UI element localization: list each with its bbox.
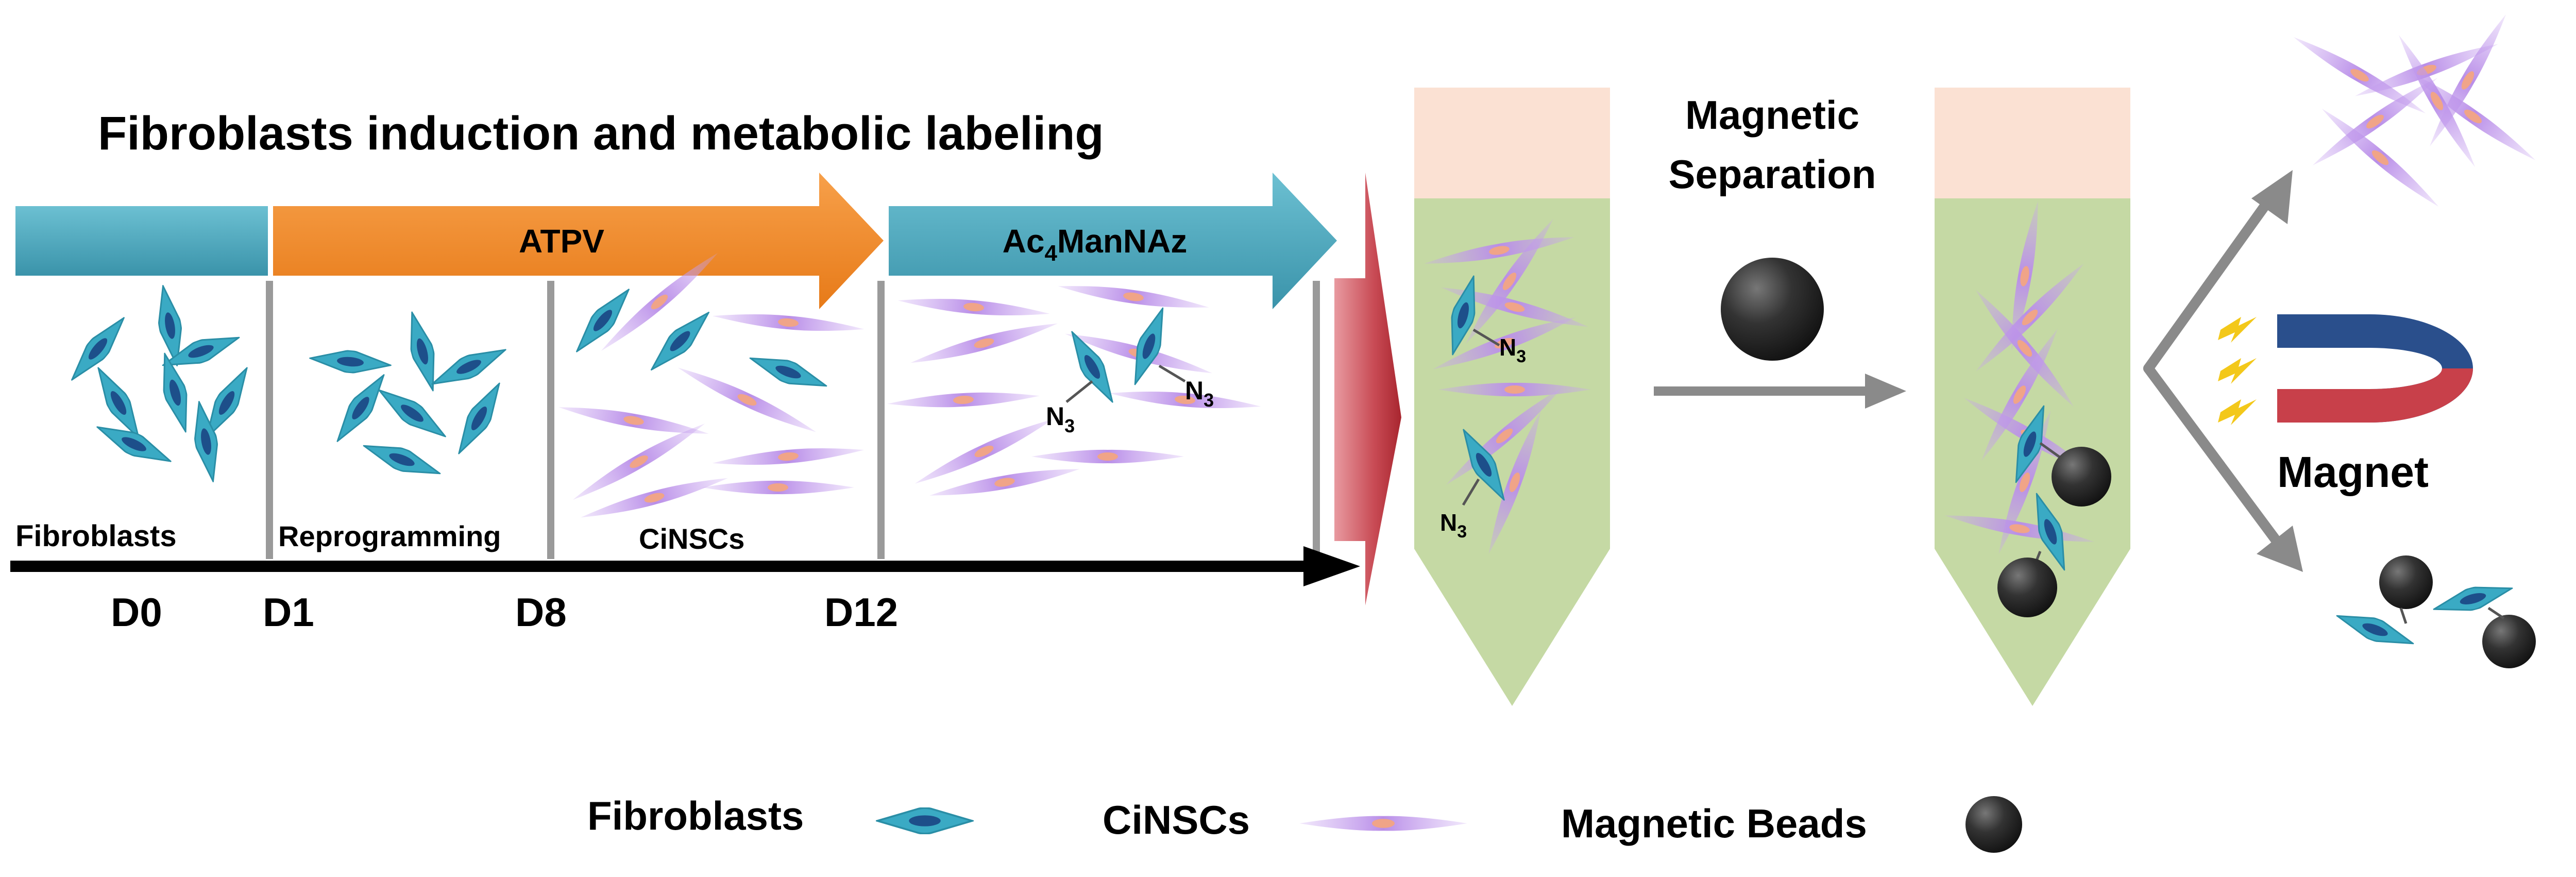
panel-reprogramming-cells — [308, 309, 511, 484]
panel-label-fibroblasts: Fibroblasts — [15, 519, 177, 553]
captured-fibroblasts-cluster — [2333, 555, 2536, 668]
panel-cinscs-cells — [557, 247, 865, 524]
panel-labeling-cells — [887, 279, 1262, 502]
stage-arrow-ac4mannaz — [889, 173, 1337, 309]
separation-label-line1: Magnetic — [1685, 92, 1859, 138]
timeline-label: D12 — [824, 589, 898, 635]
legend-cinsc-icon — [1299, 816, 1467, 831]
panel-fibroblasts-cells — [63, 283, 257, 484]
timeline-label: D1 — [263, 589, 314, 635]
legend-label-fibroblasts: Fibroblasts — [587, 793, 804, 838]
tube-after-separation — [1935, 88, 2130, 706]
diagram-title: Fibroblasts induction and metabolic labe… — [98, 107, 1104, 160]
purified-cinscs-cluster — [2290, 11, 2539, 212]
branch-arrow-down-head — [2257, 526, 2303, 572]
panel-label-reprogramming: Reprogramming — [278, 520, 501, 552]
timeline-arrowhead — [1303, 546, 1360, 586]
legend-fibroblast-icon — [876, 807, 973, 834]
azide-label-2: N3 — [1185, 376, 1214, 411]
separation-arrow-head — [1865, 374, 1906, 409]
separation-label-line2: Separation — [1668, 151, 1876, 197]
legend-bead-icon — [1965, 796, 2022, 853]
divider-end — [1313, 281, 1320, 559]
magnetic-force-icon — [2218, 317, 2257, 425]
magnet-icon — [2277, 314, 2473, 423]
divider-d8 — [547, 281, 554, 559]
separation-arrow-shaft — [1654, 386, 1870, 396]
branch-arrow-up-head — [2251, 170, 2293, 224]
tube1-azide-label-1: N3 — [1499, 334, 1526, 366]
timeline-label: D8 — [515, 589, 567, 635]
branch-arrow-up — [2143, 191, 2277, 374]
divider-d1 — [266, 281, 273, 559]
stage-label-ac4mannaz: Ac4ManNAz — [1003, 223, 1188, 266]
timeline-axis — [10, 561, 1319, 572]
tube1-azide-label-2: N3 — [1440, 509, 1467, 542]
transition-arrow — [1334, 173, 1401, 605]
panel-label-cinscs: CiNSCs — [639, 522, 744, 555]
timeline-label: D0 — [111, 589, 162, 635]
legend-label-beads: Magnetic Beads — [1561, 801, 1867, 846]
magnetic-bead-icon — [1721, 258, 1824, 361]
stage-label-atpv: ATPV — [519, 223, 604, 260]
magnet-label: Magnet — [2277, 448, 2429, 496]
branch-arrow-down — [2143, 363, 2287, 554]
stage-arrow-atpv — [273, 173, 884, 309]
legend-label-cinscs: CiNSCs — [1103, 797, 1250, 842]
stage-bar-fibroblasts — [15, 206, 268, 276]
divider-d12 — [877, 281, 885, 559]
azide-label-1: N3 — [1046, 402, 1075, 436]
tube-before-separation — [1414, 88, 1610, 706]
